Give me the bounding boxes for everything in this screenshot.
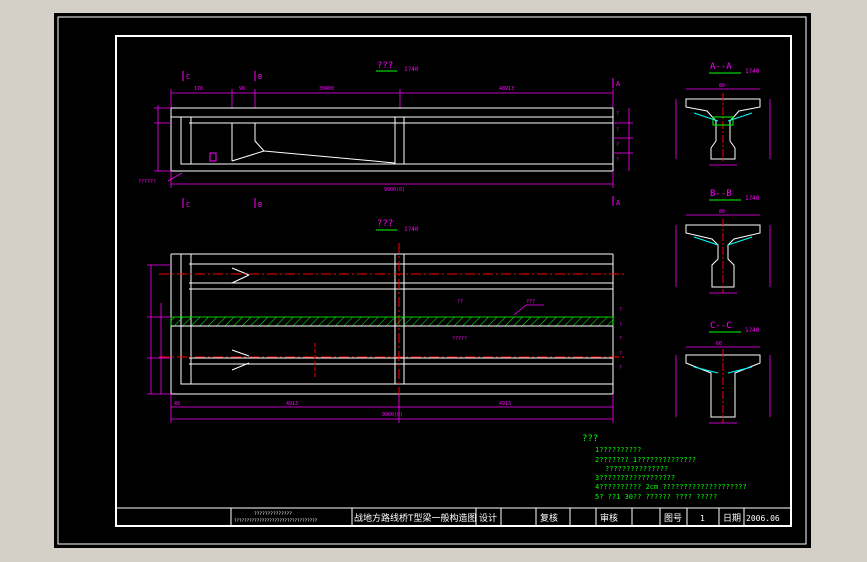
section-c-bottom: C <box>186 201 190 209</box>
plan-label-mid: ?? <box>457 299 463 305</box>
plan-mark-5: ? <box>619 365 622 371</box>
sec-b-dim-top: 80 <box>719 209 725 215</box>
notes-line-6: 5? ??1 30?? ?????? ???? ????? <box>595 493 717 501</box>
section-a-bottom: A <box>616 199 621 207</box>
review-label: 复核 <box>540 512 558 524</box>
elevation-title: ??? <box>377 61 393 71</box>
elev-dim-2: 90 <box>239 86 245 92</box>
section-c-top: C <box>186 73 190 81</box>
company-line-2: ????????????????????????????????? <box>234 518 318 523</box>
elev-leader-label: ?????? <box>138 179 156 185</box>
section-a-a: A--A 1?40 80 <box>675 62 771 166</box>
plan-dim-1: 48 <box>174 401 180 407</box>
section-b-top: B <box>258 73 262 81</box>
section-c-title: C--C <box>710 321 732 331</box>
notes-block: ??? 1?????????? 2??????? 1??????????????… <box>582 434 747 501</box>
title-block: ?????????????? ?????????????????????????… <box>116 507 791 527</box>
sec-c-dim-top: 60 <box>716 341 722 347</box>
section-c-c: C--C 1?40 60 <box>675 321 771 424</box>
plan-scale: 1?40 <box>404 226 419 233</box>
inner-frame <box>115 35 792 527</box>
company-line-1: ?????????????? <box>254 511 292 517</box>
plan-dim-3: 4913 <box>499 401 511 407</box>
elev-dim-total: 9900(0) <box>384 187 405 193</box>
plan-mark-1: ? <box>619 307 622 313</box>
section-b-scale: 1?40 <box>745 195 760 202</box>
section-a-top: A <box>616 80 621 88</box>
notes-heading: ??? <box>582 434 598 444</box>
section-b-title: B--B <box>710 189 732 199</box>
design-label: 设计 <box>479 512 497 524</box>
elev-dim-4: 48913 <box>499 86 514 92</box>
elev-mark-3: ? <box>616 142 619 148</box>
section-b-bottom: B <box>258 201 262 209</box>
section-c-scale: 1?40 <box>745 327 760 334</box>
section-a-scale: 1?40 <box>745 68 760 75</box>
flange-hatch <box>170 316 614 327</box>
plan-dim-2: 4913 <box>286 401 298 407</box>
cad-drawing: ??? 1?40 C B A C B A 170 90 30400 48913 <box>57 16 807 545</box>
notes-line-5: 4?????????? 2cm ???????????????????? <box>595 483 747 491</box>
elev-mark-2: ? <box>616 127 619 133</box>
elevation-scale: 1?40 <box>404 66 419 73</box>
plan-label-low: ????? <box>452 336 467 342</box>
date-label: 日期 <box>723 513 741 524</box>
drawing-no-label: 图号 <box>664 513 682 524</box>
date-value: 2006.06 <box>746 514 780 523</box>
plan-mark-4: ? <box>619 351 622 357</box>
notes-line-1: 1?????????? <box>595 446 641 454</box>
elev-dim-3: 30400 <box>319 86 334 92</box>
sec-a-dim-top: 80 <box>719 83 725 89</box>
notes-line-2: 2??????? 1?????????????? <box>595 456 696 464</box>
elev-mark-4: ? <box>616 157 619 163</box>
elev-mark-1: ? <box>616 111 619 117</box>
drawing-no: 1 <box>700 514 705 523</box>
drawing-title: 战地方路线桥T型梁一般构造图 <box>354 512 477 524</box>
plan-mark-3: ? <box>619 336 622 342</box>
notes-line-4: 3?????????????????? <box>595 474 675 482</box>
cad-viewport[interactable]: ??? 1?40 C B A C B A 170 90 30400 48913 <box>54 13 811 548</box>
plan-title: ??? <box>377 219 393 229</box>
plan-dim-total: 9900(0) <box>382 412 403 418</box>
elev-dim-1: 170 <box>194 86 203 92</box>
plan-mark-2: ? <box>619 322 622 328</box>
plan-view: ??? 1?40 ?? <box>147 219 624 423</box>
section-a-title: A--A <box>710 62 732 72</box>
notes-line-3: ??????????????? <box>605 465 668 473</box>
plan-label-right: ??? <box>526 299 535 305</box>
outer-frame <box>57 16 807 545</box>
elevation-view: ??? 1?40 C B A C B A 170 90 30400 48913 <box>138 61 633 209</box>
section-b-b: B--B 1?40 80 <box>675 189 771 294</box>
audit-label: 审核 <box>600 512 618 524</box>
